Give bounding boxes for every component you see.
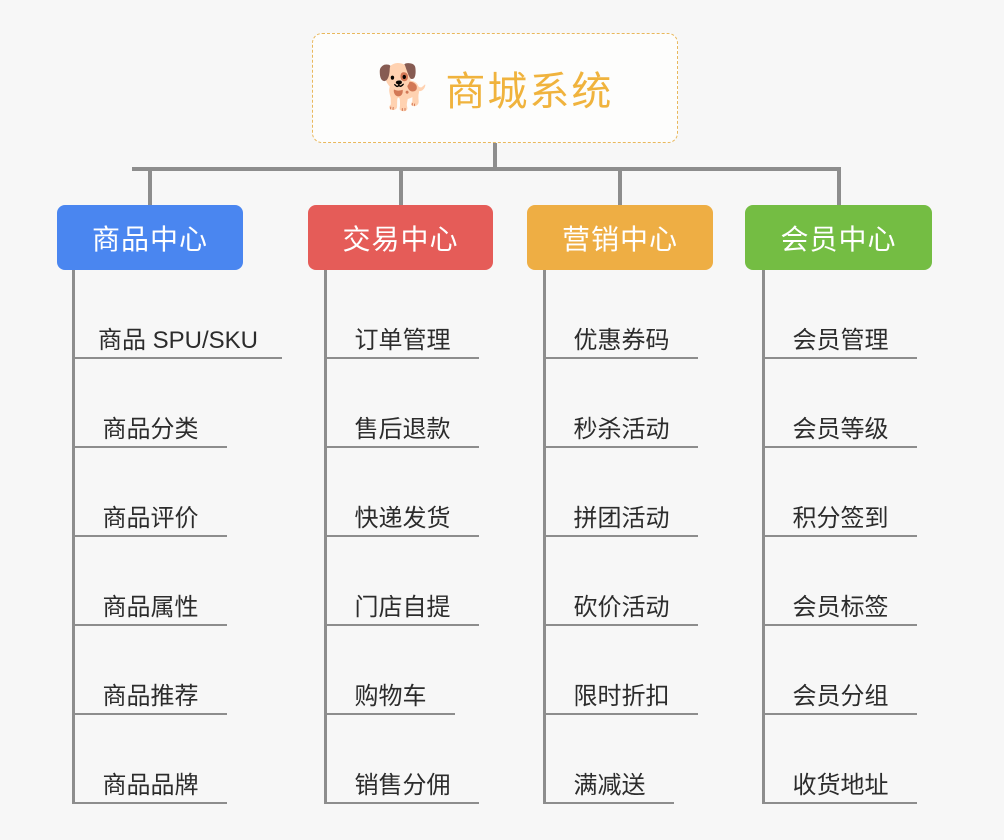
leaf-spine-marketing-center [543, 270, 546, 804]
leaf-item-underline [543, 446, 698, 448]
leaf-item-underline [72, 357, 282, 359]
branch-node-product-center[interactable]: 商品中心 [57, 205, 243, 270]
leaf-item[interactable]: 限时折扣 [543, 626, 698, 715]
leaf-item-underline [762, 802, 917, 804]
leaf-item-label: 门店自提 [354, 594, 451, 621]
root-node-mall-system[interactable]: 🐕 商城系统 [312, 33, 678, 143]
leaf-item-label: 会员等级 [792, 416, 889, 443]
leaf-spine-transaction-center [324, 270, 327, 804]
leaf-item-label: 砍价活动 [573, 594, 670, 621]
leaf-item-underline [72, 802, 227, 804]
leaf-item-label: 会员分组 [792, 683, 889, 710]
connector-horizontal-bus [132, 167, 840, 171]
leaf-item[interactable]: 商品属性 [72, 537, 227, 626]
branch-node-label: 交易中心 [342, 223, 459, 255]
leaf-item-label: 商品推荐 [102, 683, 199, 710]
leaf-spine-member-center [762, 270, 765, 804]
leaf-item[interactable]: 商品分类 [72, 359, 227, 448]
leaf-item-label: 秒杀活动 [573, 416, 670, 443]
leaf-item-label: 购物车 [354, 683, 427, 710]
leaf-item[interactable]: 订单管理 [324, 270, 479, 359]
leaf-item-label: 售后退款 [354, 416, 451, 443]
leaf-item-underline [324, 713, 455, 715]
leaf-item-underline [762, 357, 917, 359]
leaf-item-label: 收货地址 [792, 772, 889, 799]
leaf-item-underline [72, 624, 227, 626]
leaf-item-label: 商品属性 [102, 594, 199, 621]
leaf-item[interactable]: 优惠券码 [543, 270, 698, 359]
connector-drop-member-center [837, 167, 841, 205]
leaf-item-underline [762, 713, 917, 715]
leaf-item-label: 商品评价 [102, 505, 199, 532]
leaf-item[interactable]: 会员标签 [762, 537, 917, 626]
leaf-item-label: 会员管理 [792, 327, 889, 354]
leaf-item[interactable]: 购物车 [324, 626, 455, 715]
leaf-item[interactable]: 售后退款 [324, 359, 479, 448]
leaf-item[interactable]: 拼团活动 [543, 448, 698, 537]
leaf-item-underline [324, 535, 479, 537]
leaf-item-underline [543, 713, 698, 715]
leaf-item-label: 商品分类 [102, 416, 199, 443]
leaf-item[interactable]: 满减送 [543, 715, 674, 804]
branch-node-marketing-center[interactable]: 营销中心 [527, 205, 713, 270]
leaf-item[interactable]: 销售分佣 [324, 715, 479, 804]
leaf-item-underline [324, 624, 479, 626]
leaf-item[interactable]: 会员管理 [762, 270, 917, 359]
leaf-item-label: 订单管理 [354, 327, 451, 354]
leaf-item-label: 快递发货 [354, 505, 451, 532]
leaf-item-underline [762, 535, 917, 537]
leaf-item[interactable]: 商品 SPU/SKU [72, 270, 282, 359]
branch-node-label: 会员中心 [780, 223, 897, 255]
leaf-item-underline [543, 624, 698, 626]
connector-root-stem [493, 143, 497, 170]
connector-drop-product-center [148, 167, 152, 205]
leaf-item-underline [324, 802, 479, 804]
leaf-item-underline [762, 624, 917, 626]
leaf-item-label: 拼团活动 [573, 505, 670, 532]
leaf-item[interactable]: 会员等级 [762, 359, 917, 448]
leaf-item-underline [543, 535, 698, 537]
branch-node-label: 营销中心 [561, 223, 678, 255]
branch-node-transaction-center[interactable]: 交易中心 [308, 205, 493, 270]
connector-drop-transaction-center [399, 167, 403, 205]
leaf-item-underline [543, 357, 698, 359]
leaf-item-label: 优惠券码 [573, 327, 670, 354]
leaf-item[interactable]: 砍价活动 [543, 537, 698, 626]
leaf-item[interactable]: 会员分组 [762, 626, 917, 715]
leaf-item[interactable]: 商品评价 [72, 448, 227, 537]
leaf-item[interactable]: 商品推荐 [72, 626, 227, 715]
leaf-item[interactable]: 秒杀活动 [543, 359, 698, 448]
leaf-item[interactable]: 门店自提 [324, 537, 479, 626]
leaf-item-underline [72, 535, 227, 537]
leaf-item-label: 销售分佣 [354, 772, 451, 799]
leaf-item[interactable]: 快递发货 [324, 448, 479, 537]
leaf-item-label: 商品品牌 [102, 772, 199, 799]
leaf-spine-product-center [72, 270, 75, 804]
leaf-item-label: 积分签到 [792, 505, 889, 532]
leaf-item[interactable]: 商品品牌 [72, 715, 227, 804]
branch-node-label: 商品中心 [91, 223, 208, 255]
leaf-item-underline [762, 446, 917, 448]
root-node-title: 商城系统 [445, 70, 614, 114]
shiba-dog-face-icon: 🐕 [376, 63, 432, 112]
leaf-item-underline [324, 446, 479, 448]
leaf-item-label: 会员标签 [792, 594, 889, 621]
leaf-item-underline [324, 357, 479, 359]
leaf-item[interactable]: 收货地址 [762, 715, 917, 804]
leaf-item-underline [543, 802, 674, 804]
leaf-item-underline [72, 446, 227, 448]
leaf-item-label: 限时折扣 [573, 683, 670, 710]
leaf-item-label: 满减送 [573, 772, 646, 799]
leaf-item[interactable]: 积分签到 [762, 448, 917, 537]
leaf-item-underline [72, 713, 227, 715]
branch-node-member-center[interactable]: 会员中心 [745, 205, 932, 270]
leaf-item-label: 商品 SPU/SKU [97, 327, 259, 354]
connector-drop-marketing-center [618, 167, 622, 205]
